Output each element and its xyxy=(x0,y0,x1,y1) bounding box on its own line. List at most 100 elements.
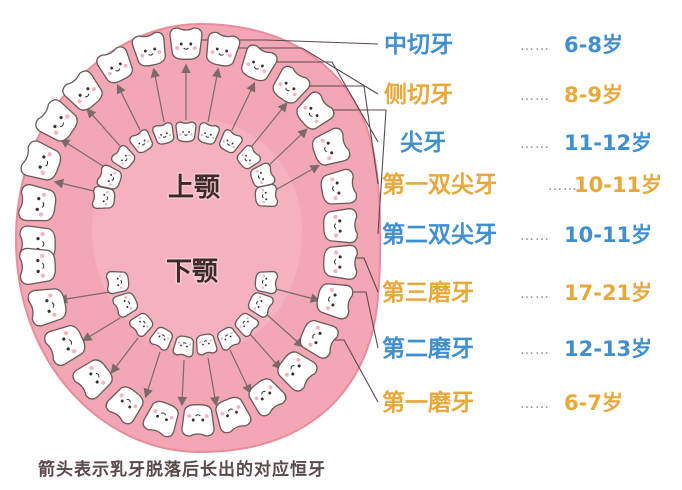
baby-tooth xyxy=(149,326,174,351)
baby-tooth xyxy=(254,270,279,295)
tooth-name-label: 侧切牙 xyxy=(384,81,453,108)
eruption-age-label: 10-11岁 xyxy=(564,223,652,247)
eruption-age-label: 6-7岁 xyxy=(564,391,623,415)
leader-dots: …… xyxy=(520,88,550,104)
baby-tooth xyxy=(91,185,116,210)
upper-jaw-label: 上颚 xyxy=(168,173,220,203)
baby-tooth xyxy=(236,144,262,170)
leader-dots: …… xyxy=(520,396,550,412)
permanent-tooth xyxy=(181,404,215,437)
leader-dots: …… xyxy=(520,136,550,152)
baby-tooth xyxy=(112,292,139,318)
eruption-age-label: 6-8岁 xyxy=(564,33,623,57)
baby-tooth xyxy=(175,121,197,143)
tooth-name-label: 中切牙 xyxy=(384,32,453,58)
permanent-tooth xyxy=(323,244,358,280)
permanent-tooth xyxy=(27,288,67,327)
permanent-tooth xyxy=(19,247,56,285)
permanent-tooth xyxy=(296,91,335,130)
eruption-arrow xyxy=(86,108,121,147)
baby-tooth xyxy=(195,333,218,356)
baby-tooth xyxy=(247,292,274,318)
eruption-arrow xyxy=(207,357,220,407)
eruption-age-label: 12-13岁 xyxy=(564,337,652,361)
permanent-tooth xyxy=(277,351,318,392)
permanent-tooth xyxy=(44,324,86,367)
leader-line xyxy=(316,109,387,235)
baby-tooth xyxy=(152,122,175,145)
leader-dots: …… xyxy=(548,178,578,194)
permanent-tooth xyxy=(311,127,351,166)
tooth-name-label: 第二双尖牙 xyxy=(382,221,497,248)
permanent-tooth xyxy=(215,396,252,434)
eruption-arrow xyxy=(57,291,111,304)
leader-dots: …… xyxy=(520,286,550,302)
eruption-arrow xyxy=(249,333,282,370)
eruption-arrow xyxy=(150,67,165,123)
eruption-arrow xyxy=(251,102,288,147)
tooth-name-label: 第一磨牙 xyxy=(382,389,474,416)
baby-tooth xyxy=(216,326,241,351)
eruption-arrow xyxy=(59,138,107,169)
baby-tooth xyxy=(234,312,260,338)
baby-tooth xyxy=(218,129,243,154)
teeth-layer xyxy=(18,27,358,438)
eruption-arrow xyxy=(231,81,256,131)
baby-tooth xyxy=(96,164,122,190)
leader-line xyxy=(294,85,379,185)
eruption-arrow xyxy=(110,337,139,374)
eruption-age-label: 17-21岁 xyxy=(564,281,652,305)
leader-dots: …… xyxy=(520,342,550,358)
permanent-tooth xyxy=(72,359,113,400)
tooth-name-label: 尖牙 xyxy=(400,130,446,156)
eruption-age-label: 8-9岁 xyxy=(564,83,623,107)
baby-tooth xyxy=(172,335,195,358)
permanent-tooth xyxy=(320,168,358,205)
permanent-tooth xyxy=(169,27,203,60)
eruption-arrow xyxy=(143,351,161,399)
permanent-tooth xyxy=(248,378,287,417)
leader-dots: …… xyxy=(520,38,550,54)
baby-tooth xyxy=(105,270,130,295)
permanent-tooth xyxy=(131,31,166,67)
tooth-name-label: 第一双尖牙 xyxy=(382,171,497,198)
palate-shape xyxy=(92,120,302,352)
permanent-tooth xyxy=(323,208,358,244)
eruption-arrow xyxy=(81,317,121,342)
baby-tooth xyxy=(110,144,136,170)
tooth-name-label: 第二磨牙 xyxy=(382,335,474,362)
baby-tooth xyxy=(128,312,154,338)
leader-line xyxy=(262,61,379,143)
permanent-tooth xyxy=(299,320,339,359)
permanent-tooth xyxy=(96,46,134,84)
permanent-tooth xyxy=(105,386,144,425)
eruption-age-label: 11-12岁 xyxy=(564,131,652,155)
eruption-arrow xyxy=(116,83,141,131)
baby-tooth xyxy=(250,162,276,188)
lower-jaw-label: 下颚 xyxy=(166,257,218,287)
permanent-tooth xyxy=(316,283,354,320)
eruption-arrows xyxy=(53,63,321,407)
eruption-arrow xyxy=(263,311,304,348)
footnote: 箭头表示乳牙脱落后长出的对应恒牙 xyxy=(38,460,326,480)
baby-tooth xyxy=(197,122,220,145)
permanent-tooth xyxy=(142,400,179,438)
tooth-name-label: 第三磨牙 xyxy=(382,279,474,306)
eruption-arrow xyxy=(265,128,308,169)
permanent-tooth xyxy=(272,65,311,104)
permanent-tooth xyxy=(20,140,62,181)
eruption-arrow xyxy=(271,164,321,193)
permanent-tooth xyxy=(206,31,241,67)
eruption-arrow xyxy=(207,67,222,123)
permanent-tooth xyxy=(241,44,278,82)
permanent-tooth xyxy=(35,99,78,142)
permanent-tooth xyxy=(62,70,103,111)
baby-tooth xyxy=(254,183,279,208)
permanent-tooth xyxy=(18,184,57,222)
baby-tooth xyxy=(129,129,154,154)
eruption-arrow xyxy=(271,287,321,303)
eruption-arrow xyxy=(229,349,252,395)
eruption-arrow xyxy=(177,359,188,407)
